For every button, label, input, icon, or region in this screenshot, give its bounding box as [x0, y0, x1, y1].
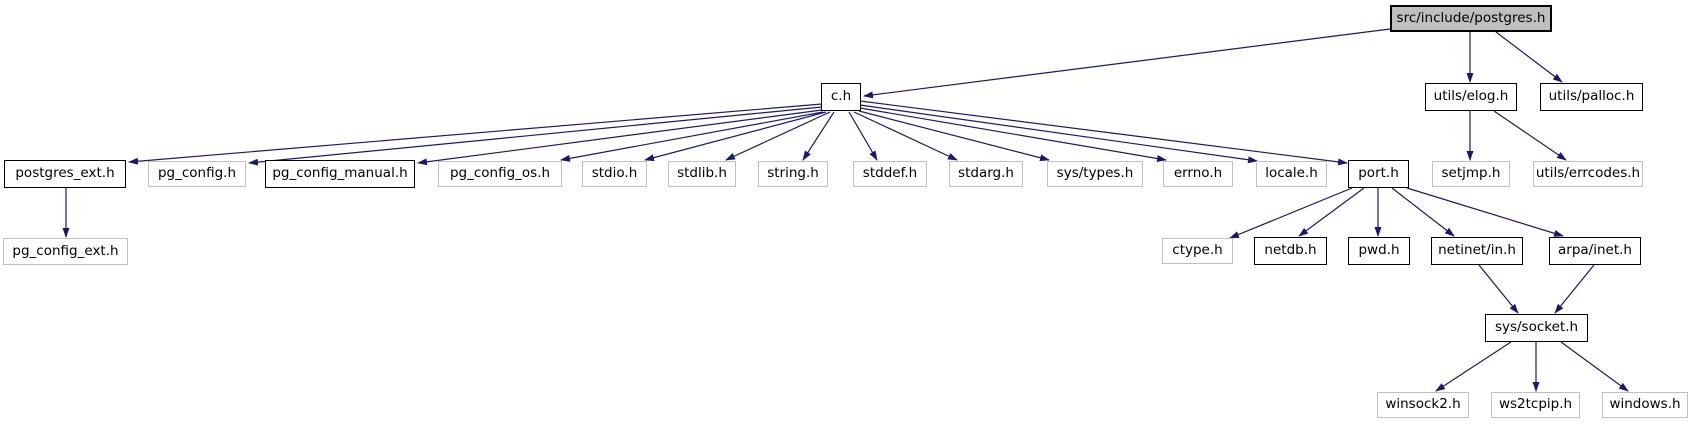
- graph-node-port-h[interactable]: port.h: [1348, 160, 1409, 188]
- graph-node-stdarg-h: stdarg.h: [949, 161, 1023, 187]
- graph-node-string-h: string.h: [758, 161, 828, 187]
- node-label-stddef-h: stddef.h: [862, 165, 918, 182]
- graph-node-pg-config-os-h: pg_config_os.h: [438, 161, 562, 187]
- node-label-utils-elog-h: utils/elog.h: [1433, 88, 1509, 105]
- graph-node-postgres-ext-h[interactable]: postgres_ext.h: [4, 160, 126, 188]
- graph-node-stddef-h: stddef.h: [853, 161, 927, 187]
- node-label-arpa-inet-h: arpa/inet.h: [1558, 242, 1632, 259]
- graph-node-netdb-h[interactable]: netdb.h: [1254, 237, 1327, 265]
- node-label-c-h: c.h: [830, 88, 852, 105]
- edge-port-h-to-netdb-h: [1298, 187, 1365, 237]
- graph-node-src-include-postgres-h: src/include/postgres.h: [1390, 5, 1552, 32]
- graph-node-windows-h: windows.h: [1602, 392, 1688, 418]
- edge-c-h-to-stddef-h: [848, 111, 878, 161]
- graph-node-arpa-inet-h[interactable]: arpa/inet.h: [1549, 237, 1641, 265]
- graph-node-ctype-h: ctype.h: [1162, 238, 1233, 264]
- graph-node-sys-types-h: sys/types.h: [1047, 161, 1143, 187]
- node-label-pg-config-os-h: pg_config_os.h: [449, 165, 551, 182]
- node-label-port-h: port.h: [1358, 165, 1399, 182]
- node-label-ws2tcpip-h: ws2tcpip.h: [1498, 396, 1573, 413]
- graph-node-utils-elog-h[interactable]: utils/elog.h: [1425, 83, 1517, 111]
- node-label-utils-palloc-h: utils/palloc.h: [1548, 88, 1635, 105]
- graph-node-utils-errcodes-h: utils/errcodes.h: [1533, 161, 1643, 187]
- node-label-src-include-postgres-h: src/include/postgres.h: [1396, 9, 1546, 26]
- node-label-ctype-h: ctype.h: [1172, 242, 1223, 259]
- edge-group: [62, 28, 1629, 392]
- edge-c-h-to-pg-config-manual-h: [417, 109, 823, 166]
- edge-c-h-to-pg-config-os-h: [560, 111, 824, 162]
- node-label-sys-socket-h: sys/socket.h: [1494, 319, 1579, 336]
- node-label-netinet-in-h: netinet/in.h: [1438, 242, 1516, 259]
- node-label-winsock2-h: winsock2.h: [1385, 396, 1461, 413]
- node-label-netdb-h: netdb.h: [1264, 242, 1317, 259]
- graph-node-utils-palloc-h[interactable]: utils/palloc.h: [1540, 83, 1643, 111]
- edge-c-h-to-locale-h: [859, 104, 1258, 164]
- graph-node-winsock2-h: winsock2.h: [1377, 392, 1469, 418]
- graph-node-setjmp-h: setjmp.h: [1432, 161, 1510, 187]
- graph-node-pwd-h[interactable]: pwd.h: [1348, 237, 1410, 265]
- graph-node-netinet-in-h[interactable]: netinet/in.h: [1431, 237, 1523, 265]
- node-label-string-h: string.h: [767, 165, 819, 182]
- node-label-pwd-h: pwd.h: [1358, 242, 1400, 259]
- edge-c-h-to-stdio-h: [644, 111, 827, 162]
- node-label-locale-h: locale.h: [1265, 165, 1318, 182]
- edge-utils-elog-h-to-utils-errcodes-h: [1493, 110, 1567, 161]
- edge-src-include-postgres-h-to-c-h: [863, 28, 1391, 99]
- node-label-setjmp-h: setjmp.h: [1441, 165, 1501, 182]
- edge-c-h-to-sys-types-h: [858, 110, 1050, 162]
- node-label-pg-config-h: pg_config.h: [157, 165, 237, 182]
- node-label-stdlib-h: stdlib.h: [677, 165, 727, 182]
- edge-src-include-postgres-h-to-utils-palloc-h: [1495, 31, 1563, 83]
- node-label-windows-h: windows.h: [1609, 396, 1681, 413]
- edge-c-h-to-errno-h: [859, 107, 1167, 162]
- edge-c-h-to-stdlib-h: [725, 111, 831, 161]
- edge-c-h-to-port-h: [859, 100, 1348, 166]
- graph-node-stdlib-h: stdlib.h: [668, 161, 736, 187]
- edge-sys-socket-h-to-windows-h: [1560, 341, 1629, 392]
- graph-node-c-h[interactable]: c.h: [821, 83, 861, 111]
- edge-port-h-to-netinet-in-h: [1391, 187, 1455, 237]
- graph-node-pg-config-h: pg_config.h: [148, 161, 246, 187]
- graph-node-sys-socket-h[interactable]: sys/socket.h: [1485, 314, 1588, 342]
- edge-sys-socket-h-to-winsock2-h: [1435, 341, 1512, 392]
- graph-node-locale-h: locale.h: [1256, 161, 1327, 187]
- edge-arpa-inet-h-to-sys-socket-h: [1554, 264, 1595, 314]
- graph-node-ws2tcpip-h: ws2tcpip.h: [1491, 392, 1580, 418]
- edge-port-h-to-arpa-inet-h: [1406, 187, 1564, 237]
- graph-node-errno-h: errno.h: [1163, 161, 1233, 187]
- edge-c-h-to-pg-config-h: [248, 106, 823, 166]
- node-label-stdio-h: stdio.h: [591, 165, 638, 182]
- edge-c-h-to-stdarg-h: [853, 111, 958, 161]
- edge-netinet-in-h-to-sys-socket-h: [1478, 264, 1519, 314]
- graph-node-pg-config-ext-h: pg_config_ext.h: [3, 238, 128, 265]
- node-label-sys-types-h: sys/types.h: [1056, 165, 1134, 182]
- graph-node-stdio-h: stdio.h: [582, 161, 647, 187]
- node-label-postgres-ext-h: postgres_ext.h: [15, 165, 115, 182]
- edge-port-h-to-ctype-h: [1229, 187, 1353, 239]
- node-label-errno-h: errno.h: [1173, 165, 1223, 182]
- node-label-pg-config-manual-h: pg_config_manual.h: [272, 165, 408, 182]
- edge-c-h-to-postgres-ext-h: [128, 103, 823, 165]
- node-label-pg-config-ext-h: pg_config_ext.h: [12, 242, 119, 259]
- node-label-utils-errcodes-h: utils/errcodes.h: [1535, 165, 1641, 182]
- node-label-stdarg-h: stdarg.h: [958, 165, 1014, 182]
- graph-node-pg-config-manual-h[interactable]: pg_config_manual.h: [265, 160, 415, 188]
- edge-c-h-to-string-h: [802, 111, 835, 161]
